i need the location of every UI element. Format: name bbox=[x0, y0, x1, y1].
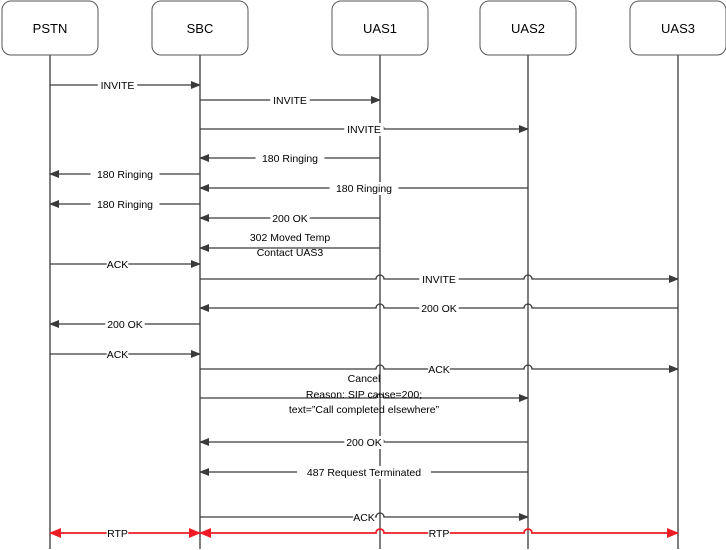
participant-label: PSTN bbox=[33, 21, 68, 36]
participant-uas3: UAS3 bbox=[629, 0, 726, 56]
message-ack-pstn-sbc-2: ACK bbox=[50, 348, 201, 361]
message-label: 200 OK bbox=[107, 319, 143, 331]
message-label-bg bbox=[90, 168, 160, 181]
message-ack-pstn-sbc-1: ACK bbox=[50, 258, 201, 271]
message-label: 200 OK bbox=[272, 213, 308, 225]
participant-box bbox=[629, 0, 726, 56]
message-label: INVITE bbox=[347, 124, 381, 136]
message-ok-uas3-sbc: 200 OK bbox=[199, 302, 678, 315]
message-ok-uas2-sbc: 200 OK bbox=[199, 436, 528, 449]
message-label: 200 OK bbox=[421, 303, 457, 315]
message-arrow bbox=[200, 364, 679, 373]
message-label: 180 Ringing bbox=[262, 153, 318, 165]
message-label: text=”Call completed elsewhere” bbox=[289, 404, 440, 416]
message-label: Cancel bbox=[348, 373, 381, 385]
message-label: ACK bbox=[353, 512, 375, 524]
participant-label: UAS2 bbox=[511, 21, 545, 36]
message-label-bg bbox=[270, 94, 310, 107]
message-label-bg bbox=[106, 258, 129, 271]
message-label: Reason: SIP cause=200; bbox=[306, 389, 422, 401]
message-label: 487 Request Terminated bbox=[307, 467, 421, 479]
message-invite-sbc-uas2: INVITE bbox=[200, 123, 529, 136]
message-label-bg bbox=[344, 436, 384, 449]
message-label: ACK bbox=[428, 364, 450, 376]
message-label: 180 Ringing bbox=[97, 199, 153, 211]
message-invite-pstn-sbc: INVITE bbox=[50, 79, 201, 92]
message-label: Contact UAS3 bbox=[257, 247, 324, 259]
participant-uas1: UAS1 bbox=[331, 0, 429, 56]
participant-box bbox=[1, 0, 99, 56]
message-label: 200 OK bbox=[346, 437, 382, 449]
message-label-bg bbox=[255, 152, 325, 165]
participant-label: SBC bbox=[187, 21, 214, 36]
participant-sbc: SBC bbox=[151, 0, 249, 56]
message-ringing-uas2-sbc: 180 Ringing bbox=[199, 182, 528, 195]
participants: PSTN SBC UAS1 UAS2 UAS3 bbox=[1, 0, 726, 56]
message-label: RTP bbox=[429, 528, 450, 540]
participant-box bbox=[331, 0, 429, 56]
message-label-bg bbox=[419, 273, 459, 286]
participant-box bbox=[479, 0, 577, 56]
message-ringing-sbc-pstn-1: 180 Ringing bbox=[49, 168, 200, 181]
message-label: 302 Moved Temp bbox=[250, 232, 331, 244]
message-arrow bbox=[200, 393, 529, 402]
message-label: RTP bbox=[107, 528, 128, 540]
message-label-bg bbox=[90, 198, 160, 211]
message-invite-sbc-uas3: INVITE bbox=[200, 273, 679, 286]
message-ringing-uas1-sbc: 180 Ringing bbox=[199, 152, 380, 165]
message-label-bg bbox=[344, 123, 384, 136]
message-terminated-uas2-sbc: 487 Request Terminated bbox=[199, 466, 528, 479]
message-label: ACK bbox=[107, 259, 129, 271]
messages: INVITE INVITE INVITE 180 Ringing 180 Ringing… bbox=[49, 79, 679, 540]
message-label-bg bbox=[428, 527, 450, 540]
participant-box bbox=[151, 0, 249, 56]
participant-pstn: PSTN bbox=[1, 0, 99, 56]
message-label-bg bbox=[106, 527, 129, 540]
message-ok-sbc-pstn: 200 OK bbox=[49, 318, 200, 331]
message-label-bg bbox=[106, 348, 129, 361]
message-label: INVITE bbox=[273, 95, 307, 107]
message-label: INVITE bbox=[101, 80, 135, 92]
message-rtp-sbc-uas3: RTP bbox=[199, 527, 679, 540]
message-label-bg bbox=[419, 302, 459, 315]
message-label-bg bbox=[297, 466, 431, 479]
message-ack-sbc-uas2: ACK bbox=[200, 511, 529, 524]
message-label-bg bbox=[353, 511, 375, 524]
participant-label: UAS1 bbox=[363, 21, 397, 36]
message-rtp-pstn-sbc: RTP bbox=[49, 527, 201, 540]
message-label-bg bbox=[329, 182, 399, 195]
message-arrow bbox=[199, 528, 679, 538]
message-label-bg bbox=[270, 212, 310, 225]
message-label: INVITE bbox=[422, 274, 456, 286]
lifelines bbox=[49, 55, 679, 549]
message-ringing-sbc-pstn-2: 180 Ringing bbox=[49, 198, 200, 211]
participant-label: UAS3 bbox=[661, 21, 695, 36]
message-ok-uas1-sbc: 200 OK bbox=[199, 212, 380, 225]
message-label-bg bbox=[428, 363, 450, 376]
message-label-bg bbox=[105, 318, 145, 331]
message-arrow bbox=[200, 512, 529, 521]
message-ack-sbc-uas3: ACK bbox=[200, 363, 679, 376]
participant-uas2: UAS2 bbox=[479, 0, 577, 56]
message-label-bg bbox=[97, 79, 138, 92]
message-label: 180 Ringing bbox=[97, 169, 153, 181]
message-label: ACK bbox=[107, 349, 129, 361]
message-invite-sbc-uas1: INVITE bbox=[200, 94, 381, 107]
message-label: 180 Ringing bbox=[336, 183, 392, 195]
